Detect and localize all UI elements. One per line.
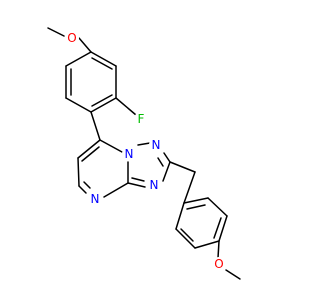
atom-fluorine: F	[134, 112, 148, 126]
atom-o-top-label: O	[67, 31, 76, 45]
bond-pyr-c-inner	[83, 181, 91, 189]
bond-ring1-f-inner	[91, 57, 113, 70]
bond-ring1-d	[90, 97, 117, 113]
bond-pyr-b	[77, 157, 80, 187]
atom-n-triazole-bottom-label: N	[150, 178, 159, 192]
bond-methyl-o-top	[47, 27, 65, 37]
atom-nitrogen-bridge: N	[122, 147, 136, 161]
atom-oxygen-bottom: O	[212, 257, 226, 271]
bond-tri-b-inner	[157, 157, 164, 167]
atom-f-label: F	[138, 112, 145, 126]
bond-c-f	[115, 97, 137, 116]
atom-n-bridge-label: N	[125, 147, 134, 161]
molecule-structure-diagram: O F N N N N O	[47, 27, 241, 280]
bond-triazole-ch2	[169, 161, 196, 173]
bond-ring2-e-inner	[180, 228, 194, 242]
bond-ring1-f	[90, 51, 117, 67]
bond-tri-d	[127, 182, 146, 188]
bond-o-methyl-bottom	[225, 269, 241, 280]
atom-nitrogen-triazole-bottom: N	[147, 178, 161, 192]
bond-tri-b	[163, 152, 171, 163]
bond-ring1-d-inner	[91, 94, 113, 107]
bond-ring2-b	[207, 197, 228, 217]
bond-o-ring-top	[78, 37, 92, 53]
bond-ring2-a	[183, 197, 209, 204]
bond-tri-d-inner	[131, 177, 145, 182]
bond-aryl-pyrimidine	[90, 111, 101, 141]
bond-tri-c	[162, 161, 171, 182]
bond-ring2-d	[194, 240, 220, 249]
bond-pyr-f	[99, 139, 123, 153]
bond-pyr-c	[78, 185, 87, 194]
bond-pyr-a	[77, 139, 101, 159]
atom-nitrogen-triazole-top: N	[149, 138, 163, 152]
bond-ring1-a	[65, 51, 92, 67]
bond-ring2-a-inner	[186, 204, 206, 210]
atom-o-bottom-label: O	[214, 257, 223, 271]
atom-n-pyrimidine-label: N	[91, 192, 100, 206]
bond-pyr-d	[103, 182, 129, 198]
atom-n-triazole-top-label: N	[152, 138, 161, 152]
atom-nitrogen-pyrimidine: N	[88, 192, 102, 206]
bond-ch2-ring2	[183, 171, 196, 204]
bond-ring1-c	[65, 97, 92, 113]
atom-oxygen-top: O	[65, 31, 79, 45]
bond-ring2-c	[218, 215, 228, 242]
bond-ring2-e	[175, 228, 196, 249]
bond-pyr-a-inner	[81, 146, 100, 162]
bond-tri-a	[137, 142, 151, 146]
bond-ring2-c-inner	[213, 217, 222, 239]
bond-ring-o-bottom	[217, 240, 220, 259]
bond-ring2-f	[175, 202, 185, 230]
